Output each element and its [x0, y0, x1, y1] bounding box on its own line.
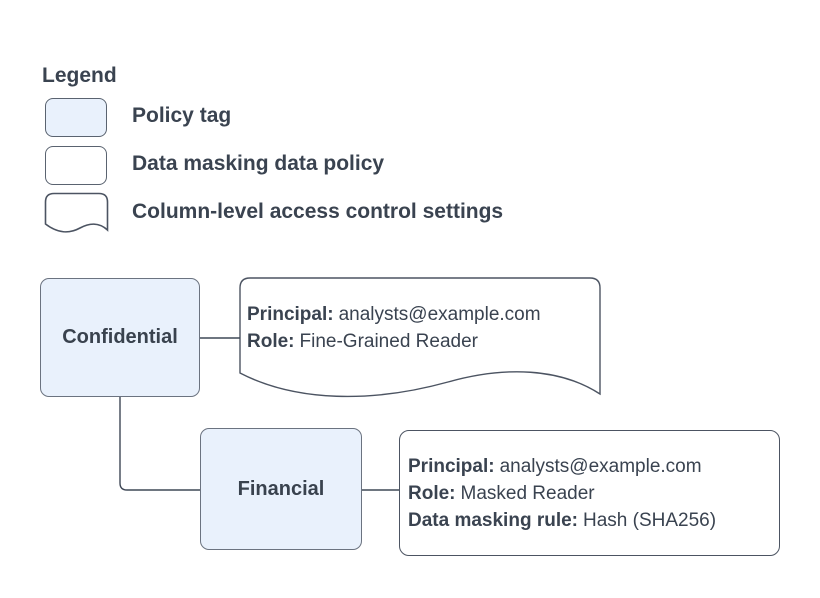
note-line-label: Principal: — [408, 455, 495, 477]
note-line-value: analysts@example.com — [338, 304, 541, 325]
note-line-label: Principal: — [247, 304, 334, 325]
legend-label-data-masking-policy: Data masking data policy — [132, 152, 385, 175]
note-line: Data masking rule:Hash (SHA256) — [408, 507, 779, 534]
note-line-value: Hash (SHA256) — [583, 509, 717, 531]
note-line-label: Role: — [247, 331, 295, 352]
column-access-control-swatch — [44, 192, 109, 233]
note-line-value: Fine-Grained Reader — [299, 331, 478, 352]
legend-title: Legend — [42, 64, 117, 87]
policy-tag-confidential-label: Confidential — [62, 326, 178, 348]
note-line: Role:Masked Reader — [408, 480, 779, 507]
note-line-value: Masked Reader — [460, 482, 595, 504]
data-masking-policy-swatch — [45, 146, 107, 185]
note-line: Principal:analysts@example.com — [408, 453, 779, 480]
legend-label-policy-tag: Policy tag — [132, 104, 232, 127]
note-line-label: Data masking rule: — [408, 509, 578, 531]
policy-tag-financial-label: Financial — [237, 477, 325, 500]
legend-label-column-access-control: Column-level access control settings — [132, 200, 504, 223]
connector-confidential-to-financial — [119, 397, 200, 491]
policy-tag-confidential: Confidential — [40, 278, 200, 397]
note-line-label: Role: — [408, 482, 456, 504]
note-line: Role:Fine-Grained Reader — [247, 328, 597, 355]
data-masking-policy-note: Principal:analysts@example.com Role:Mask… — [399, 430, 780, 556]
note-line-value: analysts@example.com — [499, 455, 702, 477]
note-line: Principal:analysts@example.com — [247, 301, 597, 328]
access-control-note: Principal:analysts@example.com Role:Fine… — [247, 280, 597, 376]
policy-tag-swatch — [45, 98, 107, 137]
policy-tag-financial: Financial — [200, 428, 362, 550]
